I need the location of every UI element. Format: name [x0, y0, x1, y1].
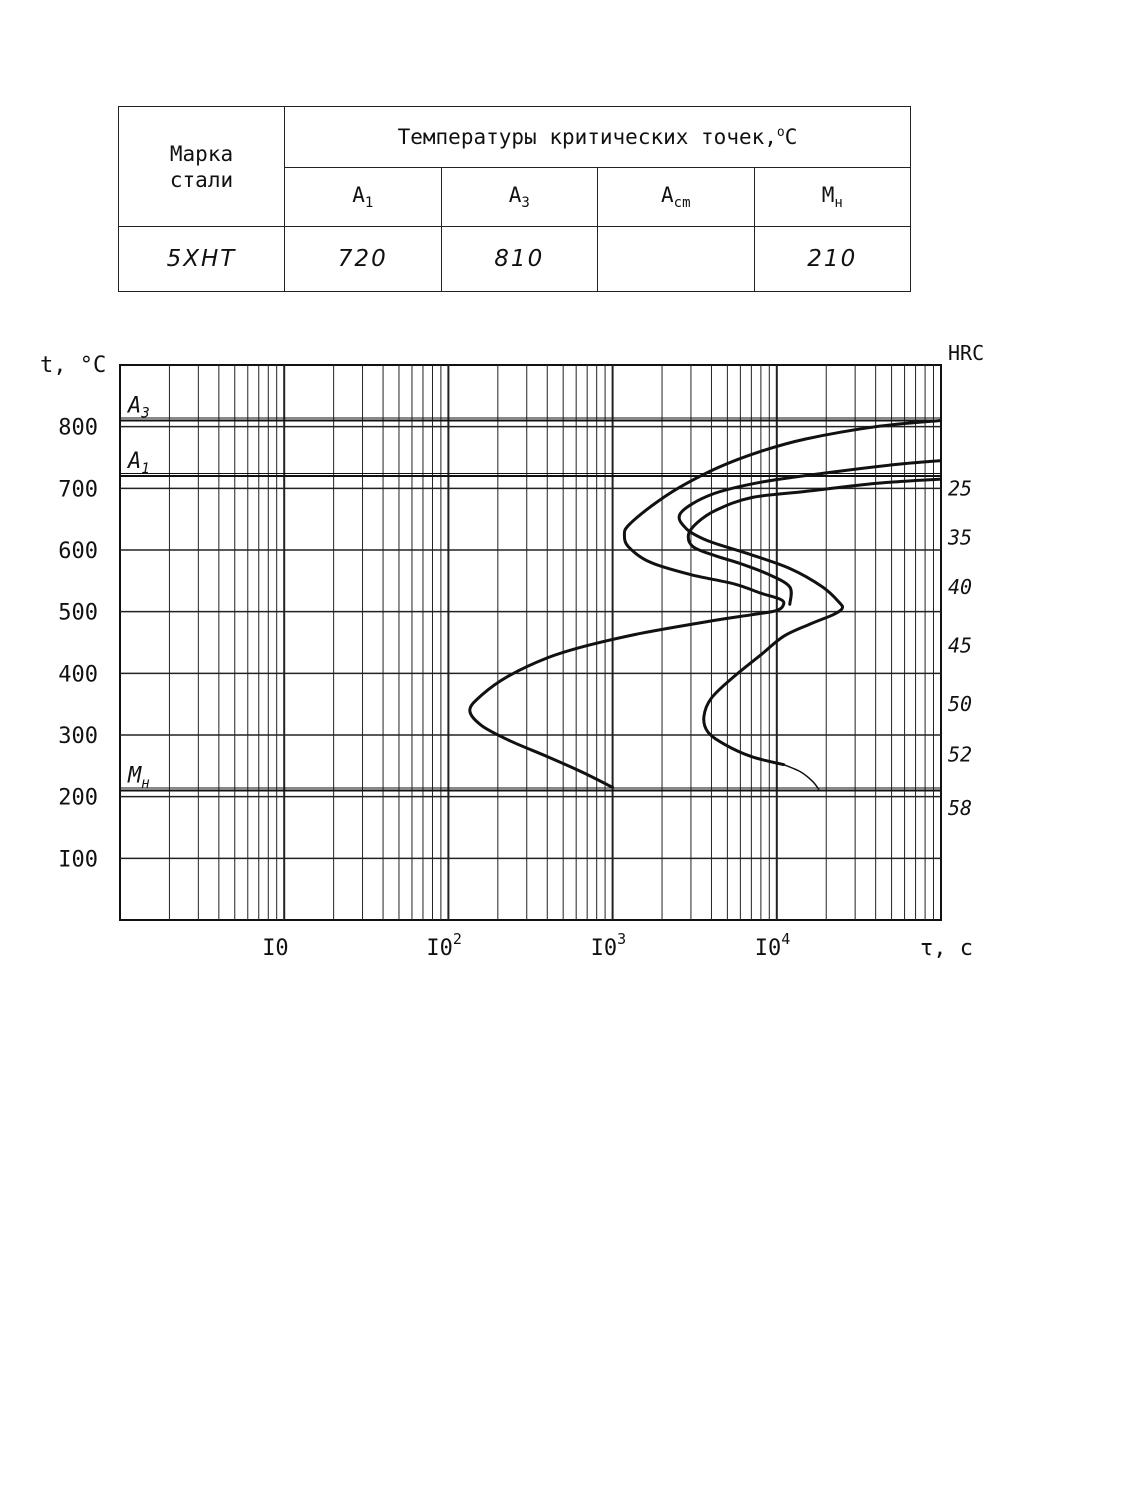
- a3-value: 810: [440, 226, 598, 292]
- curve-4: [782, 763, 820, 791]
- hrc-value-label: 50: [948, 692, 972, 716]
- curve-2: [677, 459, 941, 767]
- critical-points-table: Марка стали Температуры критических точе…: [118, 106, 911, 292]
- a1-value: 720: [284, 226, 442, 292]
- y-tick-label: 400: [58, 662, 98, 687]
- col-a3-header: A3: [440, 167, 598, 227]
- hrc-value-label: 45: [948, 634, 972, 658]
- hrc-value-label: 52: [948, 743, 972, 767]
- crit-unit: С: [784, 125, 798, 149]
- grade-value: 5XHT: [118, 226, 285, 292]
- y-tick-label: 500: [58, 601, 98, 626]
- hrc-value-label: 35: [947, 526, 972, 550]
- crit-header: Температуры критических точек,: [397, 125, 777, 149]
- x-tick-label: I0: [262, 936, 289, 961]
- x-tick-label: I03: [591, 930, 627, 961]
- mn-value: 210: [753, 226, 911, 292]
- x-tick-label: I04: [755, 930, 791, 961]
- curve-3: [686, 477, 941, 606]
- hrc-value-label: 40: [948, 575, 972, 599]
- crit-header-cell: Температуры критических точек,oС: [284, 106, 911, 168]
- x-axis-label: τ, c: [920, 936, 973, 961]
- hrc-value-label: 58: [948, 796, 972, 820]
- col-acm-header: Acm: [597, 167, 755, 227]
- y-tick-label: 200: [58, 786, 98, 811]
- hrc-value-label: 25: [948, 476, 972, 500]
- grade-header: Марка стали: [169, 141, 234, 192]
- ref-line-label: A3: [126, 394, 150, 422]
- col-a1-header: A1: [284, 167, 442, 227]
- y-tick-label: 700: [58, 477, 98, 502]
- y-axis-label: t, °C: [40, 353, 106, 378]
- x-tick-label: I02: [426, 930, 462, 961]
- ref-line-label: A1: [126, 449, 150, 477]
- hrc-axis-label: HRC: [948, 341, 984, 365]
- y-tick-label: 600: [58, 539, 98, 564]
- plot-frame: [119, 364, 942, 921]
- y-tick-label: 300: [58, 724, 98, 749]
- curve-1: [468, 419, 941, 789]
- y-tick-label: 800: [58, 416, 98, 441]
- col-mn-header: Mн: [753, 167, 911, 227]
- grade-header-cell: Марка стали: [118, 106, 285, 227]
- ref-line-label: Mн: [127, 764, 150, 792]
- acm-value: [597, 226, 755, 292]
- y-tick-label: I00: [58, 847, 98, 872]
